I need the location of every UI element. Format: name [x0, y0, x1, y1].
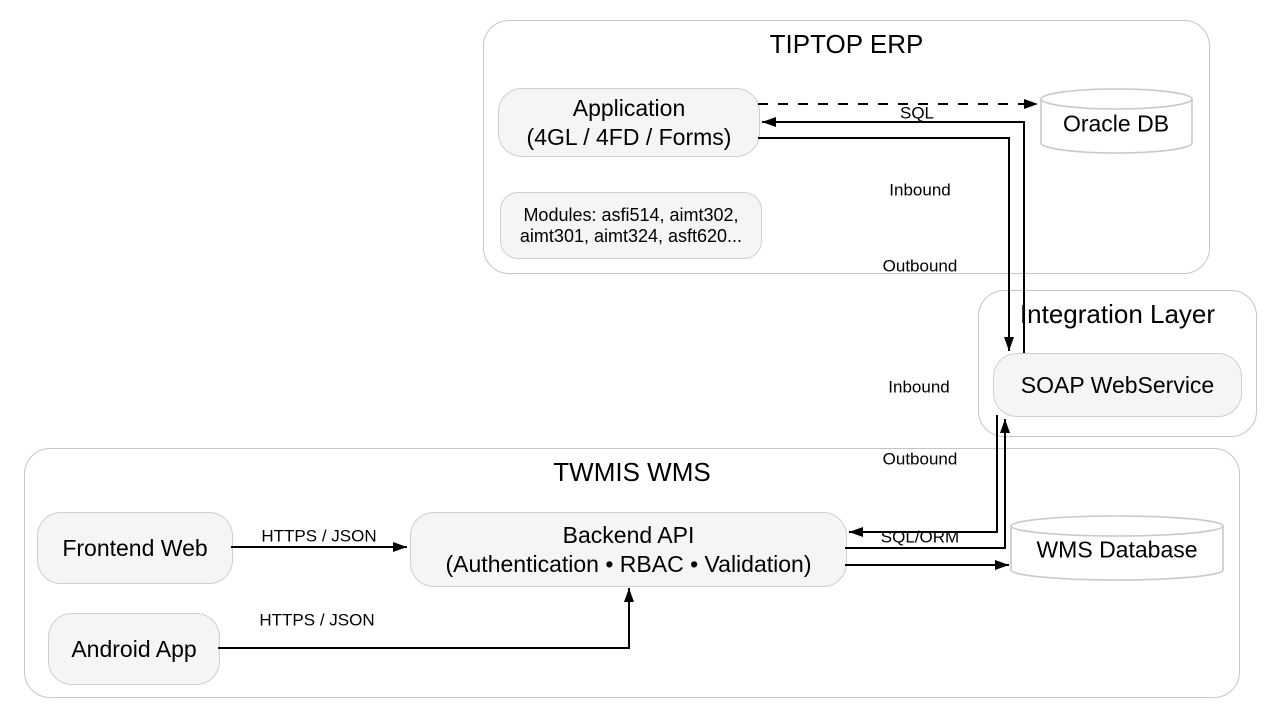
node-modules-line1: Modules: asfi514, aimt302,	[523, 204, 739, 225]
edge-label-erp-inbound: Inbound	[889, 180, 951, 200]
node-application-line2: (4GL / 4FD / Forms)	[526, 123, 732, 150]
node-android-app: Android App	[48, 613, 220, 685]
edge-label-sql-orm: SQL/ORM	[880, 527, 960, 547]
edge-label-wms-outbound: Outbound	[882, 449, 958, 469]
node-backend-api: Backend API (Authentication • RBAC • Val…	[410, 512, 847, 587]
edge-label-sql: SQL	[899, 103, 935, 123]
node-backend-api-line2: (Authentication • RBAC • Validation)	[445, 550, 812, 577]
node-modules: Modules: asfi514, aimt302, aimt301, aimt…	[500, 192, 762, 259]
edge-label-frontend-https-json: HTTPS / JSON	[261, 526, 377, 546]
node-application-line1: Application	[572, 94, 686, 121]
node-backend-api-line1: Backend API	[562, 521, 695, 548]
node-android-app-label: Android App	[71, 635, 197, 662]
group-title-tiptop-erp: TIPTOP ERP	[769, 29, 924, 59]
edge-label-erp-outbound: Outbound	[882, 256, 958, 276]
node-modules-line2: aimt301, aimt324, asft620...	[519, 225, 743, 246]
node-application: Application (4GL / 4FD / Forms)	[498, 88, 760, 157]
edge-label-wms-inbound: Inbound	[888, 377, 950, 397]
group-title-twmis-wms: TWMIS WMS	[553, 457, 711, 487]
group-twmis-wms: TWMIS WMS	[24, 448, 1240, 698]
edge-label-android-https-json: HTTPS / JSON	[259, 610, 375, 630]
node-frontend-web: Frontend Web	[37, 512, 233, 584]
node-soap-webservice: SOAP WebService	[993, 353, 1242, 417]
node-wms-database-label: WMS Database	[1036, 536, 1198, 563]
group-integration-layer: Integration Layer	[978, 290, 1257, 437]
node-oracle-db-label: Oracle DB	[1062, 110, 1170, 137]
node-soap-webservice-label: SOAP WebService	[1020, 371, 1215, 398]
group-title-integration-layer: Integration Layer	[1019, 299, 1216, 329]
node-frontend-web-label: Frontend Web	[62, 534, 208, 561]
